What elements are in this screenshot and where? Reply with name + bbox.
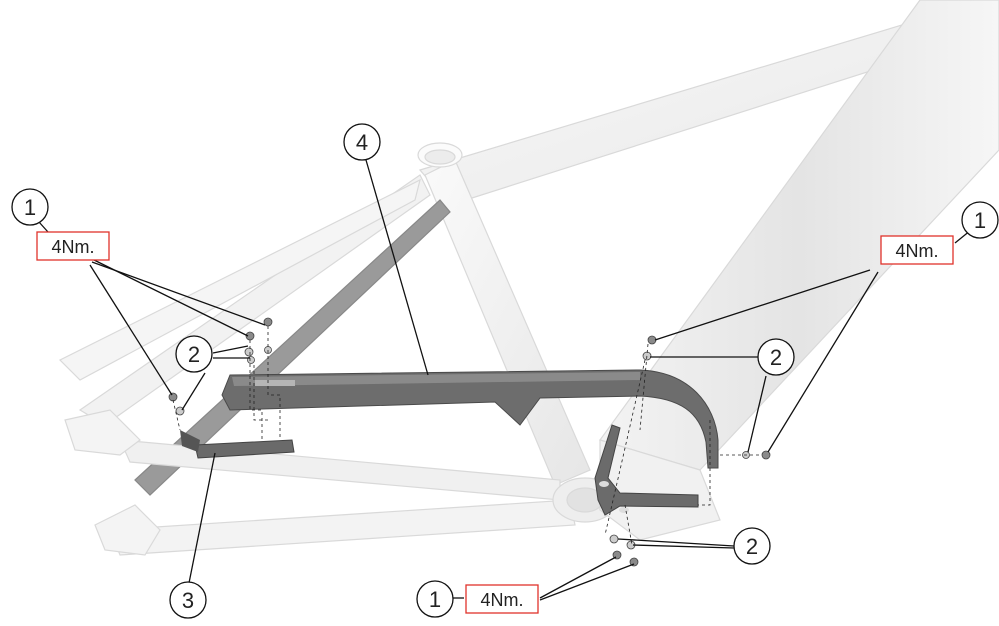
svg-text:4: 4 [356, 130, 368, 155]
rear-dropout-lower [94, 504, 161, 556]
screw [647, 335, 657, 345]
svg-text:1: 1 [429, 587, 441, 612]
screw [168, 392, 178, 402]
assembly-guides [172, 326, 762, 546]
svg-text:4Nm.: 4Nm. [895, 241, 938, 261]
washer [244, 347, 254, 357]
callout-1-bottom: 1 [416, 580, 454, 618]
callout-2-bottom: 2 [733, 527, 771, 565]
down-tube [599, 0, 999, 471]
screw [263, 317, 273, 327]
svg-text:1: 1 [24, 195, 36, 220]
seat-tube [424, 159, 591, 486]
chain-guard [221, 369, 719, 469]
screw [761, 450, 771, 460]
rear-dropout-upper [64, 409, 141, 456]
torque-label-left: 4Nm. [36, 231, 110, 261]
washer [609, 534, 619, 544]
torque-label-right: 4Nm. [880, 235, 954, 265]
bike-frame [58, 0, 999, 556]
seat-stay-lower [58, 178, 421, 381]
svg-text:2: 2 [188, 342, 200, 367]
chain-stay-upper [119, 439, 561, 501]
callout-1-left: 1 [11, 188, 49, 226]
callout-2-left: 2 [175, 335, 213, 373]
lower-guard [180, 430, 295, 459]
svg-text:4Nm.: 4Nm. [51, 237, 94, 257]
fasteners [168, 317, 771, 567]
svg-text:2: 2 [770, 345, 782, 370]
callout-4: 4 [343, 123, 381, 161]
screw [629, 557, 639, 567]
svg-text:2: 2 [746, 534, 758, 559]
callout-3: 3 [169, 581, 207, 619]
chain-stay-lower [109, 499, 576, 556]
torque-label-bottom: 4Nm. [465, 584, 539, 614]
callout-2-right: 2 [757, 338, 795, 376]
leader-lines [29, 159, 972, 601]
svg-text:3: 3 [182, 588, 194, 613]
svg-text:1: 1 [974, 208, 986, 233]
motor-guard-bracket [594, 424, 699, 516]
callout-1-right: 1 [961, 201, 999, 239]
svg-text:4Nm.: 4Nm. [480, 590, 523, 610]
inner-stay [134, 199, 451, 496]
